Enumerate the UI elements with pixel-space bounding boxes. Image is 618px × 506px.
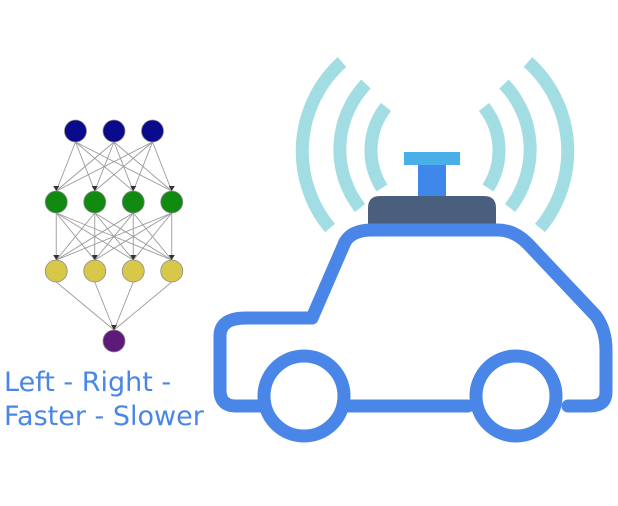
neuron-hidden [44,259,68,283]
signal-waves-right [478,57,575,233]
network-connection [55,141,76,192]
neuron-output [102,329,126,353]
connection-arrowhead [111,325,117,330]
neuron-hidden [83,259,107,283]
caption-line-1: Left - Right - [4,367,172,398]
neuron-input [102,119,126,143]
neuron-input [141,119,164,143]
connection-arrowhead [168,186,175,191]
neural-network-diagram [44,119,184,353]
rear-wheel [257,349,351,443]
connection-arrowhead [130,255,137,260]
signal-wave-right-1 [478,102,506,192]
front-wheel [469,349,563,443]
network-connection [94,141,153,192]
roof-sensor-base [368,196,496,228]
network-connection [56,212,134,261]
network-connection [113,281,134,331]
neuron-hidden [83,190,107,214]
network-connection [94,212,172,261]
neuron-hidden [160,190,184,214]
connection-arrowhead [91,186,98,191]
network-connection [152,141,173,192]
action-caption: Left - Right - Faster - Slower [4,366,204,434]
connection-arrowhead [168,255,175,260]
network-connection [132,141,153,192]
caption-line-2: Faster - Slower [4,401,204,432]
connection-arrowhead [53,186,60,191]
network-connection [56,141,153,192]
neuron-hidden [121,259,145,283]
car-body-outline [213,223,613,413]
signal-wave-left-3 [295,57,347,233]
neuron-hidden [160,259,184,283]
connection-arrowhead [91,255,98,260]
network-connection [56,212,172,261]
beacon-cap [404,152,460,165]
network-connection [55,141,115,192]
signal-wave-left-2 [333,79,371,213]
signal-waves-left [295,57,392,233]
signal-wave-left-1 [364,102,392,192]
network-connection [113,281,173,331]
connection-arrowhead [53,255,60,260]
beacon-light [418,165,446,197]
connection-arrowhead [130,186,137,191]
neuron-hidden [121,190,145,214]
neuron-input [64,119,87,143]
signal-wave-right-3 [523,57,575,233]
signal-wave-right-2 [499,79,537,213]
network-connection [94,281,115,331]
network-connection [132,212,173,261]
neuron-hidden [44,190,68,214]
network-connection [55,281,115,331]
self-driving-car-icon [213,57,613,443]
network-connection [55,212,96,261]
